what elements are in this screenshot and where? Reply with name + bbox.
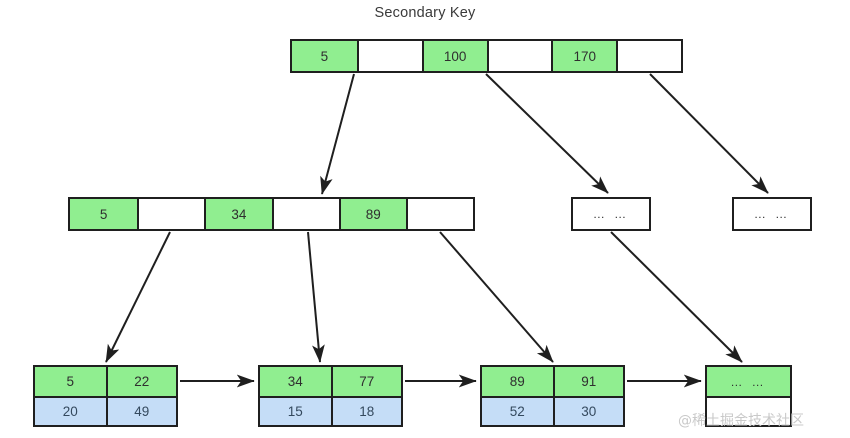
leaf-3-value-1[interactable]: 30: [552, 398, 623, 425]
leaf-node-3[interactable]: 89 91 52 30: [480, 365, 625, 427]
leaf-2-value-1[interactable]: 18: [330, 398, 401, 425]
root-key-cell-1[interactable]: 100: [421, 41, 487, 71]
edge-internal-to-leaf-3: [439, 231, 554, 363]
leaf-2-key-row: 34 77: [260, 367, 401, 396]
leaf-1-value-row: 20 49: [35, 396, 176, 425]
internal-key-cell-0[interactable]: 5: [70, 199, 138, 229]
internal-pointer-cell-1[interactable]: [271, 199, 339, 229]
leaf-2-key-1[interactable]: 77: [330, 367, 401, 396]
root-node[interactable]: 5 100 170: [290, 39, 683, 73]
edge-root-to-ellipsis-2: [649, 73, 769, 194]
leaf-2-value-0[interactable]: 15: [260, 398, 331, 425]
edge-root-to-ellipsis-1: [485, 73, 609, 194]
leaf-1-key-0[interactable]: 5: [35, 367, 106, 396]
leaf-1-key-1[interactable]: 22: [105, 367, 176, 396]
root-key-cell-2[interactable]: 170: [551, 41, 617, 71]
leaf-node-2[interactable]: 34 77 15 18: [258, 365, 403, 427]
leaf-3-value-row: 52 30: [482, 396, 623, 425]
leaf-node-1[interactable]: 5 22 20 49: [33, 365, 178, 427]
leaf-1-key-row: 5 22: [35, 367, 176, 396]
edge-internal-to-leaf-2: [307, 231, 325, 363]
leaf-3-key-0[interactable]: 89: [482, 367, 553, 396]
edge-root-to-internal: [320, 73, 355, 195]
leaf-4-value-0[interactable]: [707, 398, 790, 425]
internal-pointer-cell-2[interactable]: [405, 199, 474, 229]
leaf-2-key-0[interactable]: 34: [260, 367, 331, 396]
internal-node[interactable]: 5 34 89: [68, 197, 475, 231]
leaf-4-value-row: [707, 396, 790, 425]
edge-ellipsis-to-leaf-4: [610, 231, 743, 363]
leaf-4-key-0[interactable]: … …: [707, 367, 790, 396]
leaf-1-value-1[interactable]: 49: [105, 398, 176, 425]
leaf-3-value-0[interactable]: 52: [482, 398, 553, 425]
leaf-node-4[interactable]: … …: [705, 365, 792, 427]
internal-key-cell-1[interactable]: 34: [204, 199, 272, 229]
leaf-2-value-row: 15 18: [260, 396, 401, 425]
internal-pointer-cell-0[interactable]: [137, 199, 205, 229]
edge-internal-to-leaf-1: [105, 231, 171, 363]
watermark: @稀土掘金技术社区: [678, 413, 804, 429]
internal-key-cell-2[interactable]: 89: [338, 199, 406, 229]
root-pointer-cell-0[interactable]: [356, 41, 422, 71]
leaf-1-value-0[interactable]: 20: [35, 398, 106, 425]
root-pointer-cell-2[interactable]: [616, 41, 682, 71]
ellipsis-node-1[interactable]: … …: [571, 197, 651, 231]
ellipsis-node-2[interactable]: … …: [732, 197, 812, 231]
leaf-4-key-row: … …: [707, 367, 790, 396]
leaf-3-key-row: 89 91: [482, 367, 623, 396]
leaf-3-key-1[interactable]: 91: [552, 367, 623, 396]
root-pointer-cell-1[interactable]: [486, 41, 552, 71]
root-key-cell-0[interactable]: 5: [292, 41, 357, 71]
page-title: Secondary Key: [374, 5, 476, 21]
